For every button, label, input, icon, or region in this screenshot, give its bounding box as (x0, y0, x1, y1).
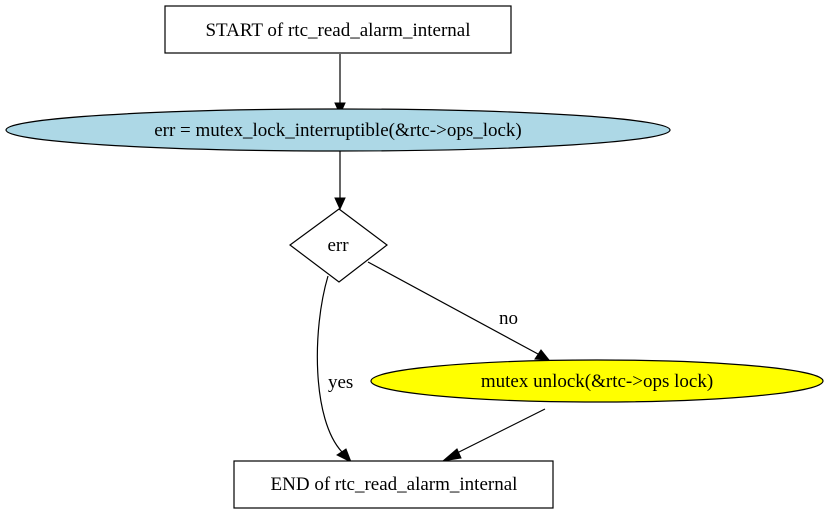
node-lock: err = mutex_lock_interruptible(&rtc->ops… (5, 108, 671, 152)
edge-label-no: no (499, 308, 518, 329)
edge-cond-to-end (316, 275, 343, 453)
node-unlock: mutex unlock(&rtc->ops lock) (370, 359, 824, 403)
arrowhead-unlock-to-end (441, 448, 462, 462)
arrowhead-cond-to-unlock (534, 349, 551, 361)
node-cond: err (288, 208, 388, 283)
arrowhead-cond-to-end (336, 448, 352, 464)
node-start: START of rtc_read_alarm_internal (164, 5, 512, 54)
arrowhead-lock-to-cond (334, 197, 346, 211)
edge-unlock-to-end (454, 408, 546, 455)
node-end-label: END of rtc_read_alarm_internal (271, 474, 518, 495)
edge-cond-to-unlock (367, 261, 539, 355)
edge-label-yes: yes (328, 372, 353, 393)
node-end: END of rtc_read_alarm_internal (233, 460, 554, 509)
node-start-label: START of rtc_read_alarm_internal (205, 20, 470, 41)
node-cond-label: err (327, 235, 349, 256)
node-unlock-label: mutex unlock(&rtc->ops lock) (481, 371, 713, 392)
node-lock-label: err = mutex_lock_interruptible(&rtc->ops… (154, 120, 522, 141)
